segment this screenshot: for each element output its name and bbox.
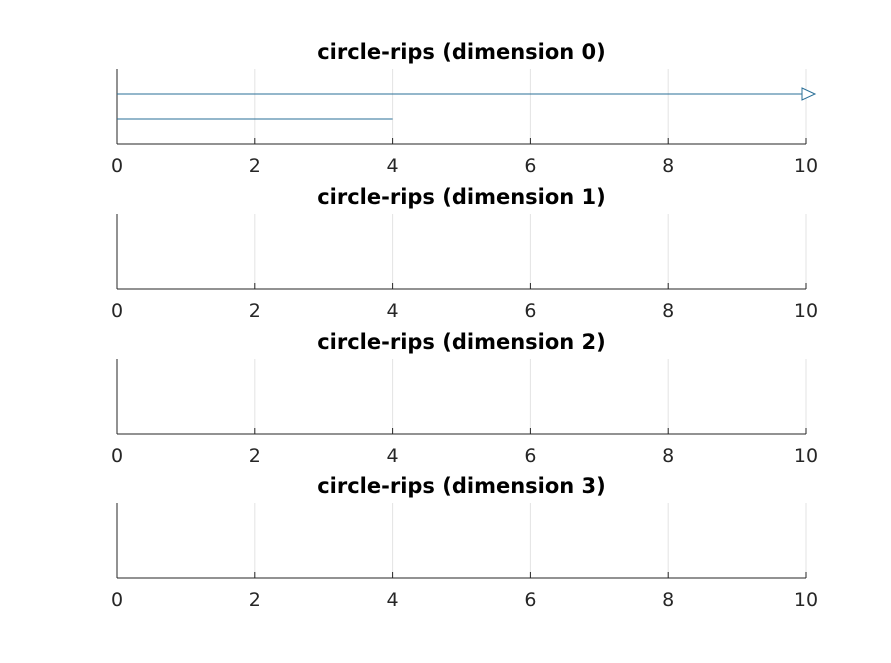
x-tick-label: 10: [794, 589, 818, 611]
x-tick-label: 0: [111, 300, 123, 322]
x-tick-label: 2: [249, 589, 261, 611]
x-tick-label: 6: [524, 445, 536, 467]
x-tick-label: 4: [387, 155, 399, 177]
x-tick-label: 6: [524, 300, 536, 322]
x-tick-label: 2: [249, 155, 261, 177]
panel-title: circle-rips (dimension 3): [317, 474, 606, 498]
x-tick-label: 8: [662, 155, 674, 177]
x-tick-label: 8: [662, 445, 674, 467]
x-tick-label: 8: [662, 300, 674, 322]
panel-title: circle-rips (dimension 2): [317, 330, 606, 354]
x-tick-label: 8: [662, 589, 674, 611]
x-tick-label: 6: [524, 155, 536, 177]
x-tick-label: 4: [387, 445, 399, 467]
panel-title: circle-rips (dimension 0): [317, 40, 606, 64]
panel-dim-1: circle-rips (dimension 1) 0 2 4 6 8 10: [111, 185, 818, 322]
x-tick-label: 0: [111, 445, 123, 467]
x-tick-label: 6: [524, 589, 536, 611]
x-tick-label: 4: [387, 300, 399, 322]
panel-dim-2: circle-rips (dimension 2) 0 2 4 6 8 10: [111, 330, 818, 467]
panel-dim-0: circle-rips (dimension 0) 0 2 4 6 8 10: [111, 40, 818, 177]
x-tick-label: 10: [794, 155, 818, 177]
x-tick-label: 0: [111, 155, 123, 177]
x-tick-label: 10: [794, 445, 818, 467]
infinite-arrow-marker: [801, 87, 817, 101]
x-tick-label: 4: [387, 589, 399, 611]
panel-dim-3: circle-rips (dimension 3) 0 2 4 6 8 10: [111, 474, 818, 611]
x-tick-label: 10: [794, 300, 818, 322]
x-tick-label: 2: [249, 445, 261, 467]
x-tick-label: 2: [249, 300, 261, 322]
x-tick-label: 0: [111, 589, 123, 611]
panel-title: circle-rips (dimension 1): [317, 185, 606, 209]
